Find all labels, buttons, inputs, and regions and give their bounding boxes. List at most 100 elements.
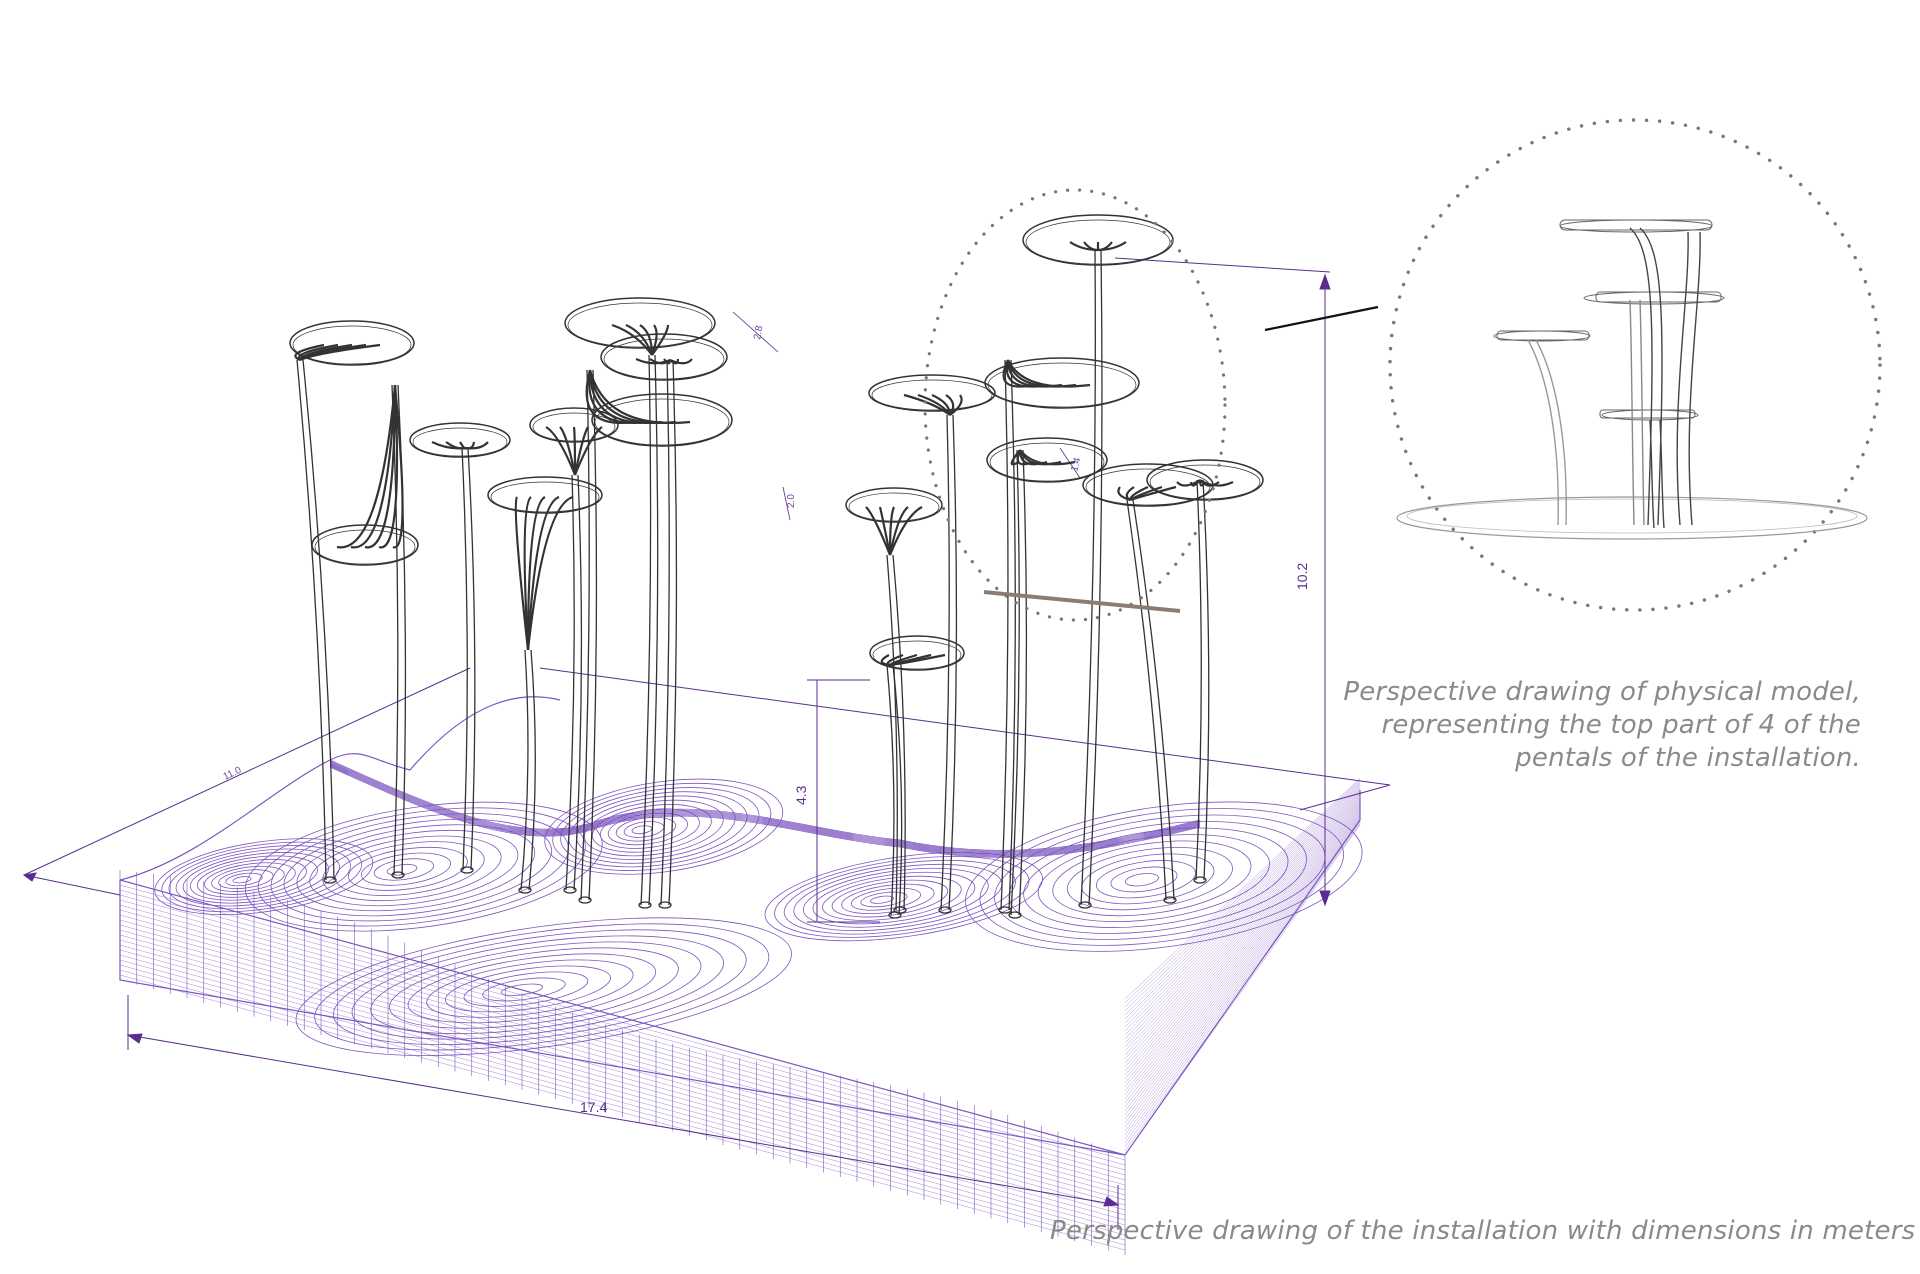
pental-rib xyxy=(588,369,691,424)
pental-rib xyxy=(299,343,381,362)
dimension-length-line xyxy=(127,1034,1119,1206)
terrain-strata-line xyxy=(119,959,1126,1236)
pental-rib xyxy=(1097,241,1127,252)
pental-base xyxy=(1163,896,1177,904)
pental-rib xyxy=(1019,449,1076,466)
pental xyxy=(1146,459,1264,884)
pental-leaf xyxy=(986,437,1108,483)
contour-line xyxy=(783,860,1016,935)
pental-base xyxy=(460,866,474,874)
detail-stem xyxy=(1639,299,1645,526)
pental-rib xyxy=(931,393,952,416)
contour-line xyxy=(591,804,712,853)
pental-rib xyxy=(639,324,654,356)
contour-line xyxy=(211,865,285,892)
terrain-side-line xyxy=(1124,791,1361,1044)
pental xyxy=(1082,463,1214,904)
contour-line xyxy=(1095,860,1196,899)
dimension-width-label: 11.0 xyxy=(222,765,244,783)
contour-line xyxy=(831,879,949,918)
pental-rib xyxy=(888,506,896,556)
pental-base xyxy=(563,886,577,894)
contour-line xyxy=(860,891,908,908)
pental-leaf-inner xyxy=(1149,464,1261,500)
pental-rib xyxy=(336,384,397,549)
terrain-strata-line xyxy=(119,909,1126,1186)
leader-line xyxy=(1264,305,1379,332)
pental-stem xyxy=(565,474,575,891)
contour-line xyxy=(979,808,1344,946)
contour-line xyxy=(444,965,611,1013)
pental-stem xyxy=(668,359,678,906)
pental xyxy=(529,407,619,894)
dimension-leaf-small-label: 1.4 xyxy=(1069,456,1083,473)
detail-disc-mid-rim xyxy=(1595,291,1722,303)
pental-rib xyxy=(1083,241,1099,252)
terrain-side-line xyxy=(1124,804,1361,1088)
pental xyxy=(487,476,603,894)
contour-line xyxy=(841,883,935,915)
pental-stem xyxy=(573,474,583,891)
terrain-side-line xyxy=(1124,782,1361,1016)
pental-base xyxy=(888,911,902,919)
terrain-strata-line xyxy=(119,949,1126,1226)
contour-line xyxy=(388,947,679,1029)
contour-line xyxy=(1066,847,1233,911)
terrain-side-line xyxy=(1124,787,1361,1032)
pental-stem xyxy=(302,359,335,881)
contour-line xyxy=(500,983,544,996)
pental-stem xyxy=(1000,359,1009,911)
pentals-group xyxy=(289,214,1264,919)
terrain-front-face xyxy=(119,870,1126,1255)
dimension-arrow xyxy=(1319,890,1331,907)
pental-leaf xyxy=(409,422,511,458)
pental-stem xyxy=(886,554,898,911)
terrain-outline xyxy=(119,696,1361,1156)
contour-line xyxy=(154,838,374,915)
ridge-line xyxy=(329,764,1201,856)
contour-line xyxy=(764,852,1043,942)
pental-rib xyxy=(523,496,532,651)
ridge-line xyxy=(329,759,1201,851)
pental-stem xyxy=(588,369,598,901)
dimension-tick xyxy=(23,874,121,896)
pental-leaf xyxy=(487,476,603,514)
pental-leaf-inner xyxy=(871,379,993,411)
pental-rib xyxy=(1189,479,1201,487)
terrain-side-line xyxy=(1124,790,1361,1040)
ridge-line xyxy=(329,765,1201,857)
pental-leaf xyxy=(564,297,716,349)
terrain-side-line xyxy=(1124,815,1361,1124)
dimension-back-line xyxy=(539,667,1391,786)
contour-line xyxy=(314,923,770,1051)
highlight-dotted-circle xyxy=(923,188,1227,622)
contour-line xyxy=(631,825,653,835)
terrain-side-line xyxy=(1124,820,1361,1140)
terrain-strata-line xyxy=(119,969,1126,1246)
pental-rib xyxy=(878,506,892,556)
terrain-side-line xyxy=(1124,802,1361,1080)
pental-stem xyxy=(1202,479,1210,881)
terrain-side-line xyxy=(1124,816,1361,1128)
detail-disc-top-rim xyxy=(1559,219,1713,231)
pental-rib xyxy=(392,384,404,549)
contour-line xyxy=(407,953,657,1024)
terrain-side-line xyxy=(1124,781,1361,1012)
detail-stem xyxy=(1535,339,1567,526)
pental-base xyxy=(638,901,652,909)
pental xyxy=(868,374,996,914)
terrain-side-line xyxy=(1124,805,1361,1092)
pental-base xyxy=(391,871,405,879)
contour-line xyxy=(812,871,976,925)
terrain-side-line xyxy=(1124,808,1361,1100)
contour-line xyxy=(232,876,252,884)
terrain-strata-line xyxy=(119,889,1126,1166)
terrain-side-line xyxy=(1124,779,1361,1004)
pental-rib xyxy=(572,426,577,476)
contour-line xyxy=(360,852,451,886)
contour-line xyxy=(386,863,418,876)
dimension-leaf-small-label: 2.0 xyxy=(786,494,797,508)
pental-rib xyxy=(649,358,671,365)
pental-rib xyxy=(949,394,963,416)
pental-leaf xyxy=(311,524,419,566)
